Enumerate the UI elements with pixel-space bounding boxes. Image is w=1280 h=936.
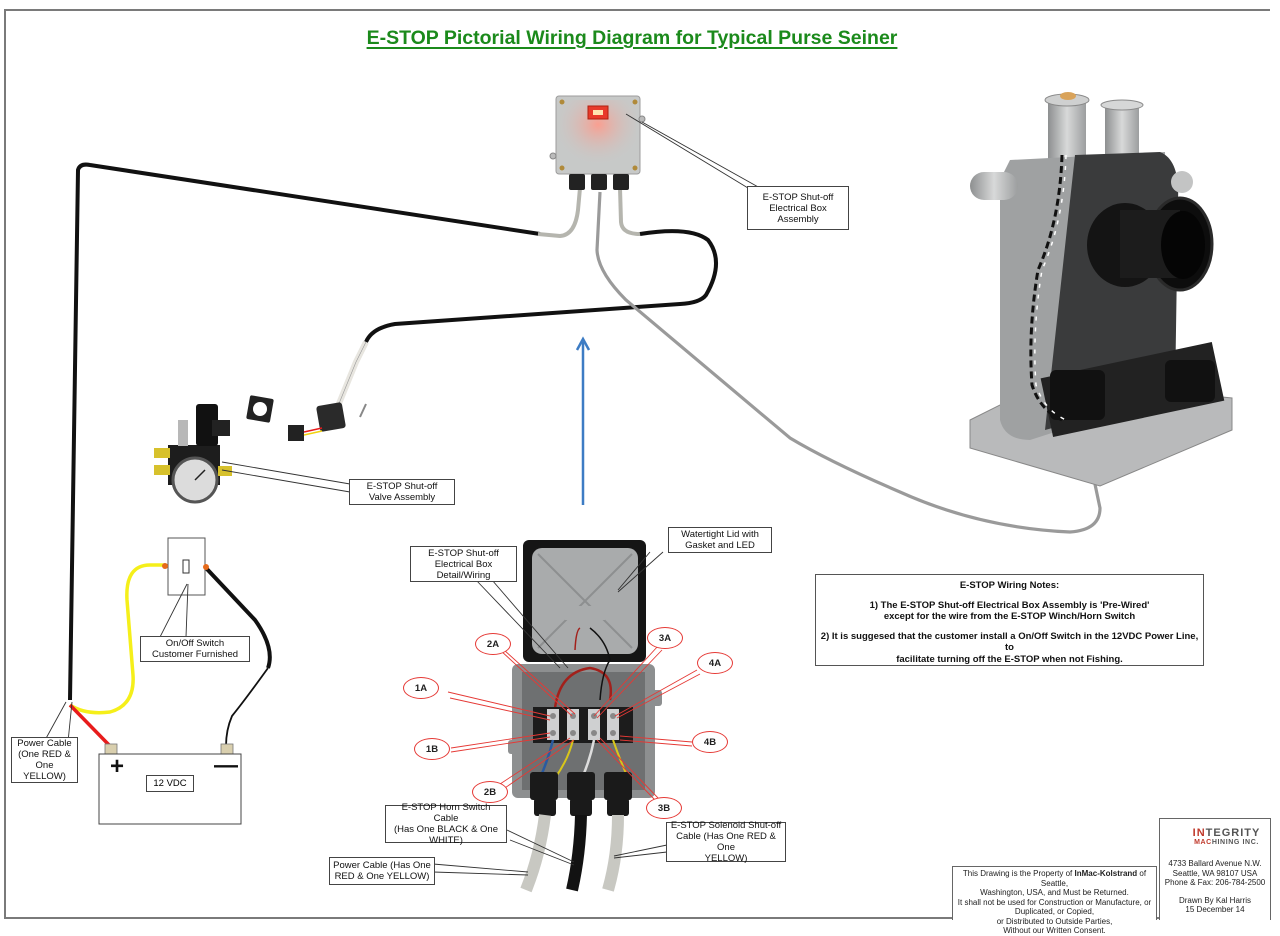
disclaimer-text: of Seattle, (1040, 869, 1147, 888)
note-line: 1) The E-STOP Shut-off Electrical Box As… (869, 599, 1150, 611)
callout-line: E-STOP Shut-off (428, 547, 499, 559)
logo-icon-space (1170, 827, 1190, 847)
disclaimer-text: This Drawing is the Property of (962, 869, 1075, 878)
solenoid-cable-grey-sheath (618, 187, 641, 236)
callout-valve-assembly: E-STOP Shut-off Valve Assembly (349, 479, 455, 505)
drawing-date: 15 December 14 (1185, 905, 1245, 914)
logo-text: HINING INC. (1211, 838, 1259, 846)
terminal-label-1a: 1A (403, 677, 439, 699)
logo-accent: MAC (1194, 838, 1212, 846)
terminal-label-3a: 3A (647, 627, 683, 649)
wire-yellow (69, 563, 165, 715)
note-item-1: 1) The E-STOP Shut-off Electrical Box As… (816, 600, 1203, 623)
terminal-label-2b: 2B (472, 781, 508, 803)
callout-line: Power Cable (17, 738, 72, 749)
callout-line: Electrical Box (434, 558, 493, 570)
power-cable-grey-sheath (537, 187, 582, 239)
estop-electrical-box-photo (549, 95, 646, 190)
callout-line: E-STOP Shut-off (366, 481, 438, 492)
callout-line: One YELLOW) (23, 760, 66, 782)
battery-voltage-label: 12 VDC (146, 775, 194, 792)
callout-line: Detail/Wiring (436, 569, 491, 581)
ownership-disclaimer: This Drawing is the Property of InMac-Ko… (952, 866, 1157, 935)
callout-line: Electrical Box Assembly (769, 202, 827, 225)
callout-power-cable-box: Power Cable (Has One RED & One YELLOW) (329, 857, 435, 885)
terminal-leaders (447, 645, 701, 801)
callout-line: E-STOP Shut-off (762, 191, 834, 203)
callout-line: (One RED & (18, 749, 71, 760)
callout-line: Power Cable (Has One (333, 860, 431, 871)
wiring-notes: E-STOP Wiring Notes: 1) The E-STOP Shut-… (815, 574, 1204, 666)
drawing-border (4, 9, 1270, 919)
note-item-2: 2) It is suggesed that the customer inst… (816, 631, 1203, 666)
drawn-by: Drawn By Kal Harris (1178, 895, 1251, 905)
horn-switch-cable-grey (595, 191, 1102, 534)
callout-electrical-box-assembly: E-STOP Shut-off Electrical Box Assembly (747, 186, 849, 230)
solenoid-cable-black (364, 229, 718, 343)
callout-line: Cable (Has One RED & One (676, 831, 776, 853)
logo-accent: IN (1192, 826, 1206, 839)
terminal-label-1b: 1B (414, 738, 450, 760)
callout-line: WHITE) (429, 835, 463, 846)
callout-watertight-lid: Watertight Lid with Gasket and LED (668, 527, 772, 553)
flow-arrow (575, 336, 591, 505)
logo-text: TEGRITY (1205, 826, 1261, 839)
notes-heading: E-STOP Wiring Notes: (959, 580, 1060, 591)
note-line: except for the wire from the E-STOP Winc… (883, 611, 1136, 622)
disclaimer-line: It shall not be used for Construction or… (957, 897, 1152, 907)
callout-line: Valve Assembly (368, 492, 436, 503)
disclaimer-line: or Distributed to Outside Parties, (996, 916, 1113, 926)
owner-name: InMac-Kolstrand (1074, 869, 1138, 878)
callout-horn-switch-cable: E-STOP Horn Switch Cable (Has One BLACK … (385, 802, 507, 846)
disclaimer-line: Duplicated, or Copied, (1014, 907, 1095, 916)
callout-line: YELLOW) (704, 853, 748, 864)
callout-solenoid-cable: E-STOP Solenoid Shut-off Cable (Has One … (666, 820, 786, 864)
drawing-info: Drawn By Kal Harris 15 December 14 (1160, 896, 1270, 915)
company-logo: INTEGRITY MACHINING INC. (1160, 827, 1270, 847)
terminal-label-4a: 4A (697, 652, 733, 674)
company-address: 4733 Ballard Avenue N.W. Seattle, WA 981… (1160, 859, 1270, 888)
company-name-line2: MACHINING INC. (1193, 839, 1261, 847)
disclaimer-line: Washington, USA, and Must be Returned. (980, 888, 1129, 897)
address-line: 4733 Ballard Avenue N.W. (1168, 859, 1262, 868)
callout-line: Gasket and LED (685, 540, 755, 551)
callout-line: E-STOP Solenoid Shut-off (670, 820, 782, 831)
callout-box-detail-wiring: E-STOP Shut-off Electrical Box Detail/Wi… (410, 546, 517, 582)
phone-fax: Phone & Fax: 206-784-2500 (1164, 878, 1266, 887)
callout-line: On/Off Switch (165, 638, 225, 649)
watertight-lid-photo (523, 540, 646, 662)
disclaimer-first-line: This Drawing is the Property of InMac-Ko… (953, 869, 1156, 888)
callout-line: E-STOP Horn Switch Cable (401, 802, 491, 824)
callout-line: Customer Furnished (151, 649, 239, 660)
disclaimer-line: Without our Written Consent. (1003, 926, 1106, 935)
callout-line: (Has One BLACK & One (393, 824, 499, 835)
wire-black-switch (204, 566, 272, 669)
wire-black-negative (225, 667, 269, 747)
callout-power-cable-battery: Power Cable (One RED & One YELLOW) (11, 737, 78, 783)
battery-positive-terminal: + (110, 753, 125, 780)
callout-on-off-switch: On/Off Switch Customer Furnished (140, 636, 250, 662)
terminal-label-3b: 3B (646, 797, 682, 819)
valve-assembly-photo (154, 395, 367, 504)
diagram-title: E-STOP Pictorial Wiring Diagram for Typi… (366, 27, 898, 49)
terminal-label-2a: 2A (475, 633, 511, 655)
power-cable-black-main (68, 162, 541, 701)
address-line: Seattle, WA 98107 USA (1172, 868, 1258, 878)
callout-line: Watertight Lid with (681, 529, 759, 540)
company-name-line1: INTEGRITY (1192, 826, 1261, 839)
note-line: 2) It is suggesed that the customer inst… (820, 630, 1199, 654)
note-line: facilitate turning off the E-STOP when n… (896, 653, 1123, 665)
terminal-label-4b: 4B (692, 731, 728, 753)
wire-red (68, 703, 112, 748)
callout-line: RED & One YELLOW) (334, 871, 430, 882)
battery-negative-terminal: — (214, 752, 238, 779)
winch-photo (969, 92, 1233, 487)
open-box-wiring-photo (508, 627, 662, 893)
title-block: INTEGRITY MACHINING INC. 4733 Ballard Av… (1159, 818, 1271, 920)
